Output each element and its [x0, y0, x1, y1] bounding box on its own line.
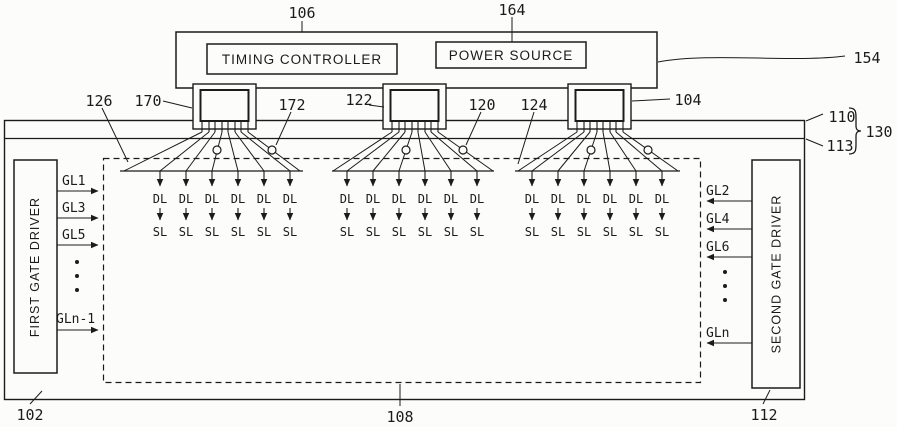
gate-line-label-gl5: GL5: [62, 228, 86, 243]
sl-label: SL: [602, 225, 618, 239]
ref-102: 102: [16, 406, 44, 424]
sl-label: SL: [152, 225, 168, 239]
dl-label: DL: [469, 192, 485, 206]
display-area-rect: [102, 157, 702, 384]
gate-line-label-gl2: GL2: [706, 184, 730, 199]
sl-label: SL: [391, 225, 407, 239]
ref-154: 154: [853, 49, 881, 67]
ref-104: 104: [674, 91, 702, 109]
sl-label: SL: [443, 225, 459, 239]
source-chip-3: [567, 83, 632, 132]
dl-label: DL: [230, 192, 246, 206]
dl-label: DL: [365, 192, 381, 206]
dl-label: DL: [204, 192, 220, 206]
ref-172: 172: [278, 96, 306, 114]
panel-outline: [3, 119, 806, 401]
sl-label: SL: [282, 225, 298, 239]
gate-line-label-gl4: GL4: [706, 212, 730, 227]
dl-label: DL: [152, 192, 168, 206]
sl-label: SL: [417, 225, 433, 239]
dl-label: DL: [654, 192, 670, 206]
gate-line-arrows-left: [57, 187, 99, 334]
gate-line-label-gl6: GL6: [706, 240, 730, 255]
sl-label: SL: [550, 225, 566, 239]
gate-driver-rects: [13, 159, 801, 389]
dl-label: DL: [524, 192, 540, 206]
ref-108: 108: [386, 408, 414, 426]
dl-label: DL: [391, 192, 407, 206]
gate-line-arrows-right: [706, 197, 752, 347]
sl-label: SL: [524, 225, 540, 239]
timing-controller-label: TIMING CONTROLLER: [221, 51, 383, 67]
sl-label: SL: [230, 225, 246, 239]
second-gate-driver-label: SECOND GATE DRIVER: [752, 160, 800, 388]
dl-label: DL: [178, 192, 194, 206]
dl-label: DL: [443, 192, 459, 206]
dl-label: DL: [576, 192, 592, 206]
dl-label: DL: [417, 192, 433, 206]
sl-label: SL: [469, 225, 485, 239]
sl-label: SL: [178, 225, 194, 239]
ref-130: 130: [865, 123, 893, 141]
first-gate-driver-text: FIRST GATE DRIVER: [28, 196, 43, 337]
dl-label: DL: [282, 192, 298, 206]
ellipsis-dots: [75, 260, 727, 302]
sl-label: SL: [576, 225, 592, 239]
first-gate-driver-label: FIRST GATE DRIVER: [14, 160, 57, 373]
leader-lines: [29, 17, 862, 406]
second-gate-driver-text: SECOND GATE DRIVER: [769, 194, 784, 354]
sl-label: SL: [654, 225, 670, 239]
test-point-circles: [212, 145, 653, 155]
dl-arrows: [156, 171, 666, 187]
fanout-lines-3: [517, 131, 679, 172]
ref-120: 120: [468, 96, 496, 114]
sl-arrows: [156, 208, 666, 221]
ref-124: 124: [520, 96, 548, 114]
sl-label: SL: [628, 225, 644, 239]
sl-label: SL: [365, 225, 381, 239]
dl-label: DL: [550, 192, 566, 206]
sl-label: SL: [204, 225, 220, 239]
source-chip-2: [382, 83, 447, 132]
dl-label: DL: [628, 192, 644, 206]
ref-106: 106: [288, 4, 316, 22]
gate-line-label-gl1: GL1: [62, 174, 86, 189]
gate-line-label-gl3: GL3: [62, 201, 86, 216]
ref-113: 113: [826, 137, 854, 155]
ref-112: 112: [750, 406, 778, 424]
ref-122: 122: [345, 91, 373, 109]
gate-line-label-gln: GLn: [706, 326, 730, 341]
gate-line-label-gln-1: GLn-1: [56, 312, 96, 327]
ref-126: 126: [85, 92, 113, 110]
ref-170: 170: [134, 92, 162, 110]
source-chip-1: [192, 83, 257, 132]
power-source-label: POWER SOURCE: [448, 47, 574, 63]
dl-label: DL: [602, 192, 618, 206]
dl-label: DL: [339, 192, 355, 206]
ref-110: 110: [828, 108, 856, 126]
ref-164: 164: [498, 1, 526, 19]
sl-label: SL: [256, 225, 272, 239]
dl-label: DL: [256, 192, 272, 206]
sl-label: SL: [339, 225, 355, 239]
